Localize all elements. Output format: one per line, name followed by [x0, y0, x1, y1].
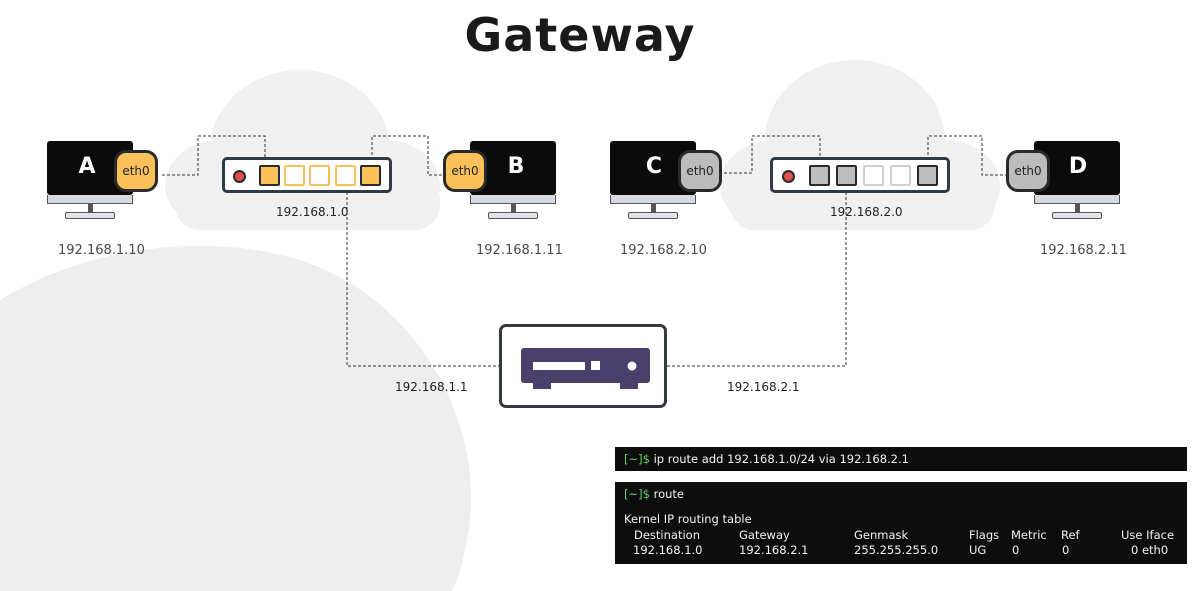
switch-network-2 — [770, 157, 950, 193]
switch-port — [890, 165, 911, 186]
link-a-switch1 — [162, 135, 266, 176]
switch-port — [836, 165, 857, 186]
route-genmask: 255.255.255.0 — [854, 543, 939, 557]
link-switch1-router — [346, 192, 499, 367]
route-flags: UG — [969, 543, 987, 557]
switch-port — [863, 165, 884, 186]
monitor-bezel — [470, 195, 556, 204]
column-ref: Ref — [1061, 528, 1080, 542]
monitor-foot — [65, 212, 115, 219]
switch-port — [335, 165, 356, 186]
column-flags: Flags — [969, 528, 1000, 542]
monitor-foot — [628, 212, 678, 219]
terminal-command: route — [653, 487, 684, 501]
router-ip-network-1: 192.168.1.1 — [395, 380, 468, 394]
column-metric: Metric — [1011, 528, 1047, 542]
column-gateway: Gateway — [739, 528, 790, 542]
host-label: B — [507, 154, 525, 179]
host-label: A — [78, 154, 96, 179]
column-use-iface: Use Iface — [1121, 528, 1175, 542]
monitor-stand — [88, 204, 93, 212]
switch-network-1 — [222, 157, 392, 193]
monitor-stand — [1075, 204, 1080, 212]
router-icon — [521, 348, 650, 389]
monitor-bezel — [47, 195, 133, 204]
link-router-switch2 — [667, 192, 847, 367]
switch-port — [259, 165, 280, 186]
monitor-foot — [1052, 212, 1102, 219]
shell-prompt: [~]$ — [624, 487, 650, 501]
terminal-route-output: [~]$ route Kernel IP routing table Desti… — [615, 482, 1187, 564]
status-led — [233, 170, 246, 183]
switch-port — [917, 165, 938, 186]
column-genmask: Genmask — [854, 528, 909, 542]
route-destination: 192.168.1.0 — [633, 543, 703, 557]
page-title: Gateway — [464, 8, 696, 62]
eth0-interface-d: eth0 — [1006, 150, 1050, 192]
column-destination: Destination — [634, 528, 700, 542]
gateway-router — [499, 324, 667, 408]
ip-host-a: 192.168.1.10 — [58, 243, 145, 258]
switch-port — [284, 165, 305, 186]
background-blob — [0, 245, 472, 591]
routing-table-heading: Kernel IP routing table — [624, 512, 752, 526]
route-ref: 0 — [1062, 543, 1070, 557]
network-2-address: 192.168.2.0 — [830, 205, 903, 219]
ip-host-c: 192.168.2.10 — [620, 243, 707, 258]
ip-host-d: 192.168.2.11 — [1040, 243, 1127, 258]
monitor-bezel — [1034, 195, 1120, 204]
host-label: C — [645, 154, 663, 179]
host-label: D — [1068, 154, 1088, 179]
link-switch1-b — [371, 135, 443, 176]
terminal-ip-route-add: [~]$ ip route add 192.168.1.0/24 via 192… — [615, 447, 1187, 471]
monitor-bezel — [610, 195, 696, 204]
link-c-switch2 — [724, 135, 821, 174]
monitor-stand — [511, 204, 516, 212]
route-gateway: 192.168.2.1 — [739, 543, 809, 557]
eth0-interface-b: eth0 — [443, 150, 487, 192]
status-led — [782, 170, 795, 183]
router-ip-network-2: 192.168.2.1 — [727, 380, 800, 394]
switch-port — [809, 165, 830, 186]
shell-prompt: [~]$ — [624, 452, 650, 466]
monitor-stand — [651, 204, 656, 212]
terminal-command: ip route add 192.168.1.0/24 via 192.168.… — [653, 452, 909, 466]
route-use-iface: 0 eth0 — [1131, 543, 1169, 557]
ip-host-b: 192.168.1.11 — [476, 243, 563, 258]
network-1-address: 192.168.1.0 — [276, 205, 349, 219]
switch-port — [360, 165, 381, 186]
switch-port — [309, 165, 330, 186]
eth0-interface-c: eth0 — [678, 150, 722, 192]
link-switch2-d — [927, 135, 1006, 176]
route-metric: 0 — [1012, 543, 1020, 557]
monitor-foot — [488, 212, 538, 219]
eth0-interface-a: eth0 — [114, 150, 158, 192]
